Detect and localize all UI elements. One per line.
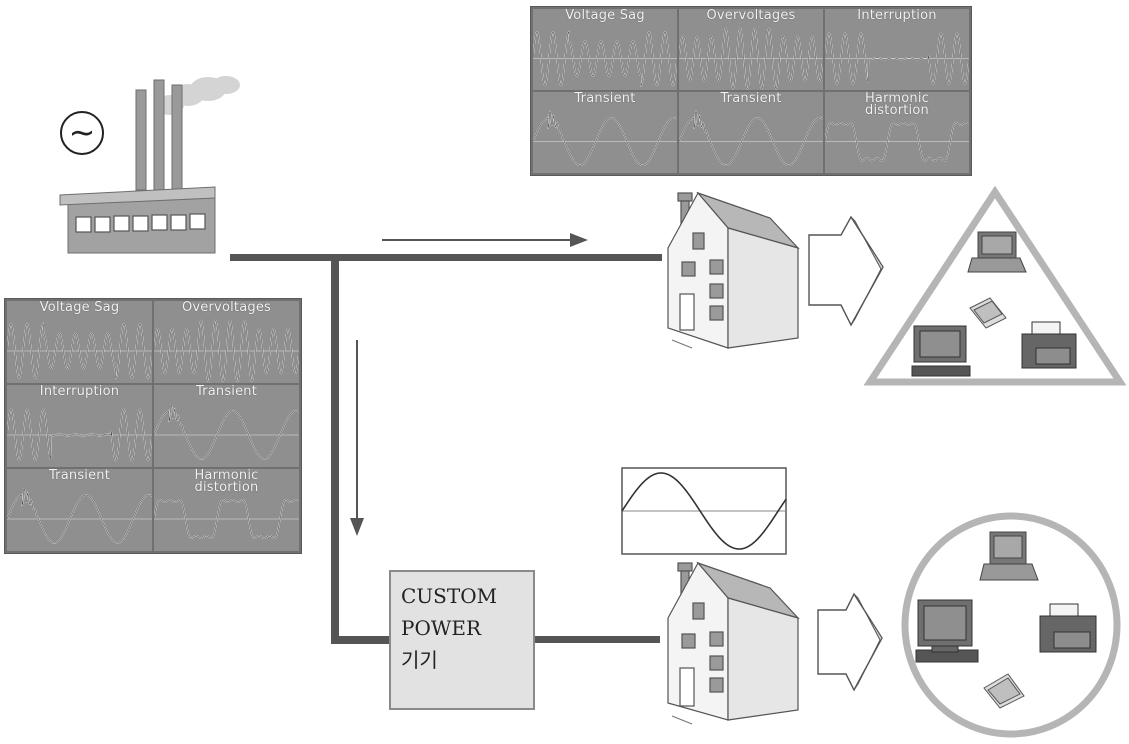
flow-arrow-down-icon (350, 340, 364, 536)
house-icon-bottom (667, 561, 800, 725)
smoke-icon (156, 76, 240, 115)
disturbance-label: Transient (195, 385, 258, 399)
custom-power-line3: 기기 (401, 648, 438, 672)
main-feeder-line (230, 254, 662, 261)
affected-equipment-triangle (864, 185, 1126, 386)
disturbance-label: Harmonic distortion (194, 469, 259, 495)
disturbance-label: Overvoltages (181, 301, 271, 315)
branch-vertical-line (331, 256, 339, 644)
factory-icon (59, 76, 240, 254)
left-panel-cell-harmonic: Harmonic distortion (154, 469, 299, 551)
protected-equipment-circle (901, 512, 1121, 738)
top-panel-cell-transient: Transient (679, 92, 823, 173)
flow-arrow-right-icon (382, 233, 588, 247)
generator-symbol: ~ (68, 113, 96, 151)
top-panel-cell-sag: Voltage Sag (533, 9, 677, 90)
waveform-harmonic (154, 487, 299, 551)
desktop-icon (915, 599, 979, 663)
disturbance-label: Transient (574, 92, 636, 106)
top-panel-cell-over: Overvoltages (679, 9, 823, 90)
top-panel-cell-interrupt: Interruption (825, 9, 969, 90)
waveform-harmonic (825, 110, 969, 173)
custom-power-device: CUSTOM POWER 기기 (389, 570, 535, 710)
laptop-icon (979, 531, 1039, 581)
waveform-over (679, 27, 823, 90)
left-panel-cell-transient: Transient (7, 469, 152, 551)
disturbance-label: Transient (48, 469, 111, 483)
left-panel-cell-sag: Voltage Sag (7, 301, 152, 383)
desktop-icon (911, 325, 971, 377)
fax-icon (983, 673, 1025, 709)
waveform-interrupt (825, 27, 969, 90)
left-panel-cell-over: Overvoltages (154, 301, 299, 383)
disturbance-label: Interruption (39, 385, 120, 399)
waveform-transient (154, 403, 299, 467)
custom-power-line2: POWER (401, 616, 482, 640)
generator-icon (60, 111, 104, 155)
top-panel-cell-harmonic: Harmonic distortion (825, 92, 969, 173)
arrow-icon-bottom (817, 592, 883, 692)
disturbance-label: Overvoltages (706, 9, 796, 23)
arrow-icon-top (808, 215, 884, 327)
waveform-transient (533, 110, 677, 173)
left-panel-cell-interrupt: Interruption (7, 385, 152, 467)
disturbance-label: Transient (720, 92, 782, 106)
waveform-over (154, 319, 299, 383)
waveform-transient (7, 487, 152, 551)
waveform-transient (679, 110, 823, 173)
sine-wave-icon (621, 467, 787, 555)
disturbance-label: Interruption (857, 9, 937, 23)
laptop-icon (967, 231, 1027, 273)
left-panel-cell-transient: Transient (154, 385, 299, 467)
branch-to-custom-line (331, 636, 391, 644)
disturbance-label: Harmonic distortion (864, 92, 930, 118)
top-panel-cell-transient: Transient (533, 92, 677, 173)
custom-power-line1: CUSTOM (401, 584, 498, 608)
fax-icon (969, 297, 1007, 329)
waveform-sag (7, 319, 152, 383)
printer-icon (1039, 603, 1097, 653)
waveform-interrupt (7, 403, 152, 467)
printer-icon (1021, 321, 1077, 369)
disturbance-label: Voltage Sag (565, 9, 645, 23)
custom-to-house-line (534, 636, 660, 643)
house-icon-top (667, 191, 800, 349)
waveform-sag (533, 27, 677, 90)
disturbance-label: Voltage Sag (39, 301, 120, 315)
